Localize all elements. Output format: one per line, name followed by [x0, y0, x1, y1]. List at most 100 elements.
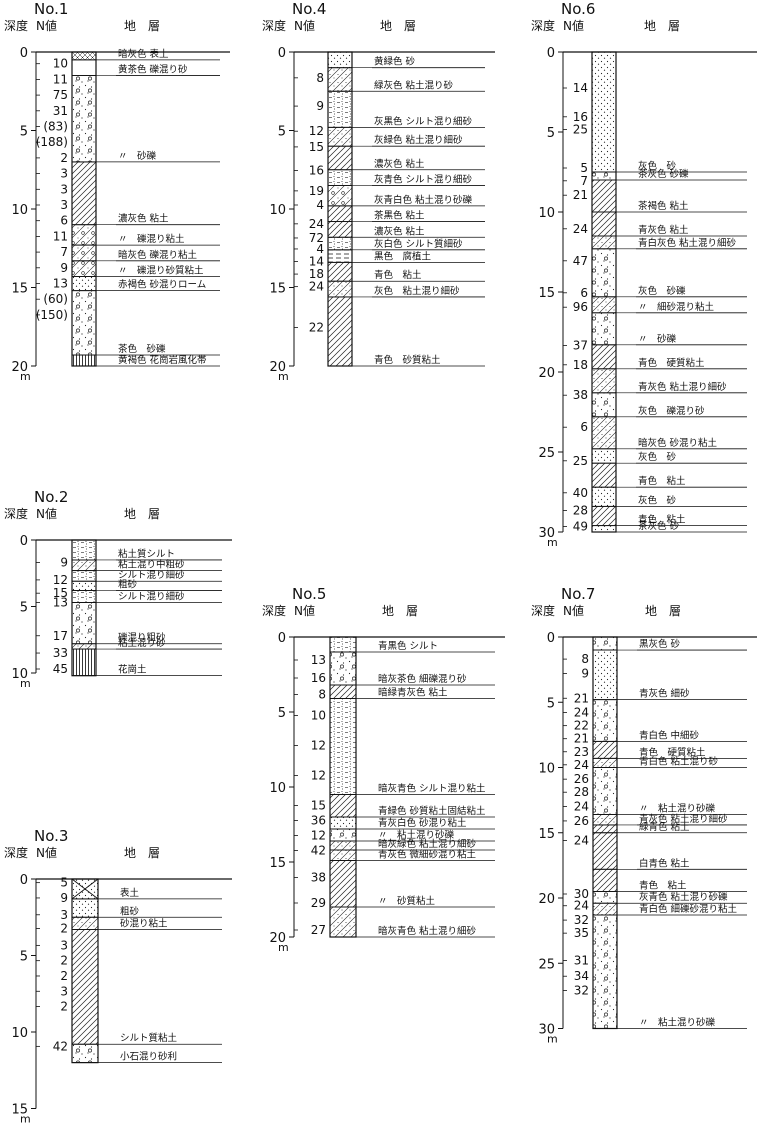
stratum-label: 黄茶色 礫混り砂 — [118, 64, 188, 76]
n-value: 14 — [573, 81, 588, 95]
n-value: 47 — [573, 254, 588, 268]
n-value: 15 — [311, 799, 326, 813]
boring-column — [71, 51, 97, 367]
stratum-block — [591, 448, 617, 464]
depth-tick-label: 10 — [538, 762, 555, 777]
stratum-label: 濃灰色 粘土 — [118, 213, 169, 225]
n-value: 24 — [574, 706, 589, 720]
n-value: 24 — [309, 217, 324, 231]
stratum-label: 暗灰色 砂混り粘土 — [638, 437, 718, 449]
depth-unit: m — [278, 370, 289, 383]
n-value: 49 — [573, 519, 588, 533]
stratum-block — [591, 51, 617, 173]
n-value: 31 — [574, 954, 589, 968]
stratum-block — [329, 794, 357, 818]
stratum-block — [592, 891, 618, 904]
stratum-label: 青色 硬質粘土 — [639, 746, 706, 758]
n-value: 35 — [574, 926, 589, 940]
stratum-label: 青白色 中細砂 — [639, 729, 700, 741]
stratum-block — [592, 868, 618, 892]
stratum-label: 灰白色 シルト質細砂 — [374, 238, 463, 250]
stratum-block — [71, 570, 97, 582]
n-value: 11 — [53, 229, 68, 243]
stratum-block — [592, 757, 618, 768]
stratum-label: 白青色 粘土 — [639, 857, 690, 869]
n-value: 31 — [53, 104, 68, 118]
stratum-block — [591, 171, 617, 181]
n-value: 24 — [573, 222, 588, 236]
stratum-block — [591, 416, 617, 450]
n-value-header: N値 — [36, 506, 57, 521]
stratum-block — [591, 392, 617, 418]
boring-column — [591, 51, 617, 533]
depth-header: 深度 — [4, 845, 28, 860]
stratum-block — [329, 816, 357, 830]
n-value: 13 — [311, 653, 326, 667]
n-value: 28 — [574, 785, 589, 799]
depth-tick-label: 20 — [269, 360, 286, 375]
stratum-label: 粗砂 — [120, 905, 140, 917]
n-value: 30 — [574, 887, 589, 901]
depth-tick-label: 5 — [20, 601, 28, 616]
stratum-block — [71, 75, 97, 163]
n-value: 23 — [574, 745, 589, 759]
n-value-header: N値 — [294, 18, 315, 33]
n-value: 9 — [60, 261, 68, 275]
stratum-label: 青色 硬質粘土 — [638, 357, 705, 369]
depth-tick-label: 20 — [11, 360, 28, 375]
n-value-header: N値 — [563, 18, 584, 33]
n-value: 18 — [573, 358, 588, 372]
n-value: 26 — [574, 814, 589, 828]
n-value: 17 — [53, 629, 68, 643]
strata-header: 地 層 — [645, 604, 681, 618]
n-value-header: N値 — [36, 845, 57, 860]
stratum-block — [327, 169, 353, 186]
stratum-block — [71, 51, 97, 61]
stratum-label: 粘土質シルト — [118, 548, 175, 560]
stratum-label: 灰色 粘土混り細砂 — [374, 285, 460, 297]
stratum-block — [71, 1043, 99, 1064]
stratum-block — [329, 636, 357, 653]
depth-tick-label: 10 — [11, 203, 28, 218]
stratum-label: 灰緑色 粘土混り細砂 — [374, 134, 463, 146]
n-value: 9 — [60, 891, 68, 905]
n-value: 6 — [60, 214, 68, 228]
borehole-title: No.4 — [292, 0, 326, 18]
n-value: 75 — [53, 88, 68, 102]
stratum-label: 青灰色 微細砂混り粘土 — [378, 849, 477, 861]
borehole-title: No.7 — [561, 585, 595, 603]
stratum-block — [591, 486, 617, 507]
stratum-label: 灰黒色 シルト混り細砂 — [374, 115, 473, 127]
stratum-block — [329, 840, 357, 851]
stratum-label: 茶黒色 粘土 — [374, 210, 425, 222]
depth-tick-label: 0 — [20, 46, 28, 61]
n-value: 6 — [580, 420, 588, 434]
stratum-label: 粘土混り砂 — [118, 637, 166, 649]
n-value: 7 — [60, 245, 68, 259]
stratum-label: 青灰白色 砂混り粘土 — [378, 817, 467, 829]
stratum-label: シルト混り細砂 — [118, 569, 185, 581]
stratum-label: 灰色 砂 — [638, 160, 677, 172]
stratum-block — [71, 224, 97, 246]
depth-header: 深度 — [4, 506, 28, 521]
n-value: 3 — [60, 167, 68, 181]
n-value: 24 — [574, 800, 589, 814]
stratum-block — [591, 368, 617, 394]
n-value: 24 — [309, 280, 324, 294]
stratum-label: 暗灰青色 粘土混り細砂 — [378, 925, 477, 937]
n-value: 3 — [60, 984, 68, 998]
borehole-title: No.2 — [34, 488, 68, 506]
depth-tick-label: 5 — [278, 125, 286, 140]
n-value: 12 — [309, 124, 324, 138]
depth-tick-label: 15 — [538, 286, 555, 301]
stratum-label: 花崗土 — [118, 664, 147, 676]
n-value: 10 — [53, 57, 68, 71]
stratum-block — [592, 740, 618, 759]
n-value: 2 — [60, 969, 68, 983]
stratum-block — [329, 828, 357, 842]
stratum-label: 青黒色 シルト — [378, 640, 438, 652]
n-value: 42 — [53, 1039, 68, 1053]
n-value: 29 — [311, 896, 326, 910]
